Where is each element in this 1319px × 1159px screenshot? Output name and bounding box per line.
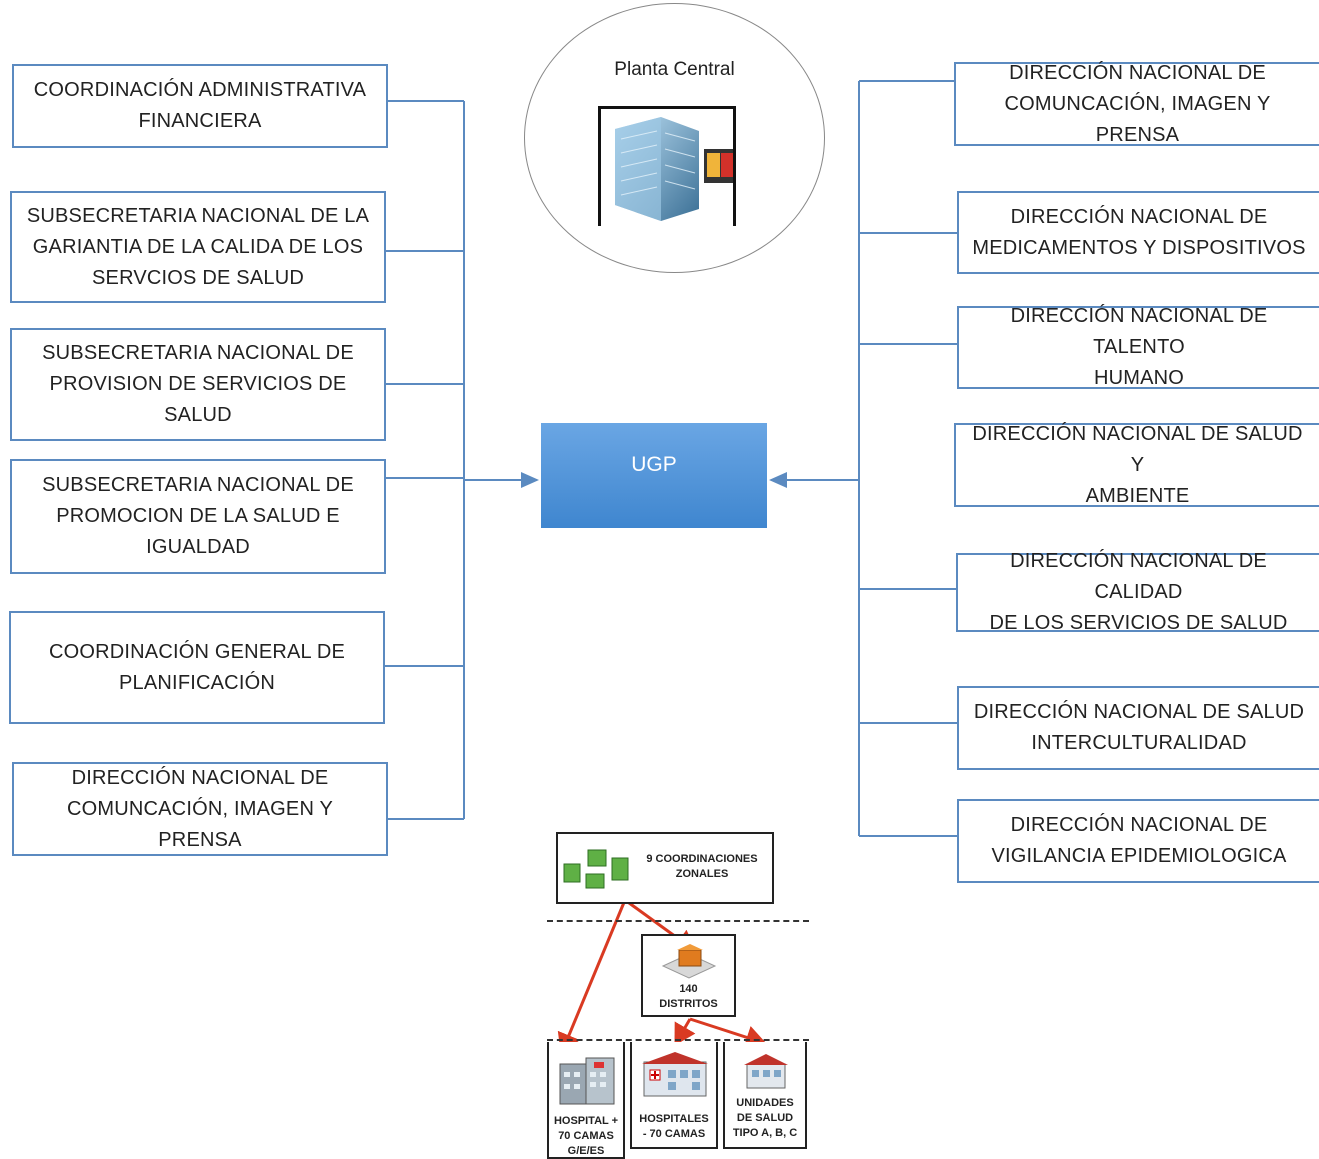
right-box-label: DIRECCIÓN NACIONAL DE COMUNCACIÓN, IMAGE…	[1004, 61, 1271, 146]
right-box-6: DIRECCIÓN NACIONAL DE VIGILANCIA EPIDEMI…	[957, 799, 1319, 883]
hospital-big-label: HOSPITAL + 70 CAMAS G/E/ES	[553, 1115, 619, 1157]
coordinaciones-box: 9 COORDINACIONES ZONALES	[556, 832, 774, 904]
planta-frame	[598, 106, 736, 226]
left-box-4: COORDINACIÓN GENERAL DE PLANIFICACIÓN	[9, 611, 385, 724]
hospitales-small-label: HOSPITALES - 70 CAMAS	[639, 1113, 709, 1140]
building-icon	[615, 117, 733, 221]
left-box-1: SUBSECRETARIA NACIONAL DE LA GARIANTIA D…	[10, 191, 386, 303]
health-unit-icon	[744, 1054, 788, 1089]
right-box-label: DIRECCIÓN NACIONAL DE CALIDAD DE LOS SER…	[989, 550, 1288, 634]
unidades-box: UNIDADES DE SALUD TIPO A, B, C	[723, 1042, 807, 1149]
right-box-label: DIRECCIÓN NACIONAL DE SALUD INTERCULTURA…	[973, 701, 1305, 754]
divider-top	[547, 920, 809, 922]
ugp-label: UGP	[631, 452, 677, 476]
left-bus	[385, 100, 539, 820]
unidades-label: UNIDADES DE SALUD TIPO A, B, C	[732, 1097, 798, 1139]
buildings-group-icon	[563, 849, 629, 889]
coordinaciones-label: 9 COORDINACIONES ZONALES	[646, 853, 758, 880]
planta-central-node: Planta Central	[524, 3, 825, 273]
right-box-label: DIRECCIÓN NACIONAL DE MEDICAMENTOS Y DIS…	[972, 205, 1306, 259]
left-box-label: SUBSECRETARIA NACIONAL DE PROMOCION DE L…	[42, 474, 354, 558]
left-box-3: SUBSECRETARIA NACIONAL DE PROMOCION DE L…	[10, 459, 386, 574]
hospital-big-icon	[559, 1057, 615, 1105]
right-box-2: DIRECCIÓN NACIONAL DE TALENTO HUMANO	[957, 305, 1319, 389]
left-box-0: COORDINACIÓN ADMINISTRATIVA FINANCIERA	[12, 64, 388, 148]
hospitales-small-box: HOSPITALES - 70 CAMAS	[630, 1042, 718, 1149]
district-building-icon	[661, 944, 717, 979]
distritos-box: 140 DISTRITOS	[641, 934, 736, 1017]
left-box-5: DIRECCIÓN NACIONAL DE COMUNCACIÓN, IMAGE…	[12, 762, 388, 856]
hospital-small-icon	[642, 1052, 708, 1097]
left-box-label: COORDINACIÓN ADMINISTRATIVA FINANCIERA	[33, 79, 367, 132]
right-box-4: DIRECCIÓN NACIONAL DE CALIDAD DE LOS SER…	[956, 550, 1319, 634]
right-box-3: DIRECCIÓN NACIONAL DE SALUD Y AMBIENTE	[954, 423, 1319, 507]
left-box-2: SUBSECRETARIA NACIONAL DE PROVISION DE S…	[10, 328, 386, 441]
divider-bottom	[547, 1039, 809, 1041]
left-box-label: COORDINACIÓN GENERAL DE PLANIFICACIÓN	[48, 640, 346, 694]
right-box-1: DIRECCIÓN NACIONAL DE MEDICAMENTOS Y DIS…	[957, 191, 1319, 274]
right-box-5: DIRECCIÓN NACIONAL DE SALUD INTERCULTURA…	[957, 686, 1319, 770]
distritos-label: 140 DISTRITOS	[659, 983, 718, 1010]
left-box-label: SUBSECRETARIA NACIONAL DE PROVISION DE S…	[42, 342, 354, 426]
right-box-0: DIRECCIÓN NACIONAL DE COMUNCACIÓN, IMAGE…	[954, 62, 1319, 146]
hospital-big-box: HOSPITAL + 70 CAMAS G/E/ES	[547, 1042, 625, 1159]
right-box-label: DIRECCIÓN NACIONAL DE TALENTO HUMANO	[1010, 305, 1268, 389]
planta-central-label: Planta Central	[614, 59, 735, 80]
left-box-label: SUBSECRETARIA NACIONAL DE LA GARIANTIA D…	[26, 204, 370, 289]
left-box-label: DIRECCIÓN NACIONAL DE COMUNCACIÓN, IMAGE…	[66, 766, 334, 851]
right-box-label: DIRECCIÓN NACIONAL DE SALUD Y AMBIENTE	[972, 422, 1303, 507]
right-box-label: DIRECCIÓN NACIONAL DE VIGILANCIA EPIDEMI…	[991, 814, 1287, 867]
right-bus	[769, 80, 957, 837]
ugp-box: UGP	[541, 423, 767, 528]
